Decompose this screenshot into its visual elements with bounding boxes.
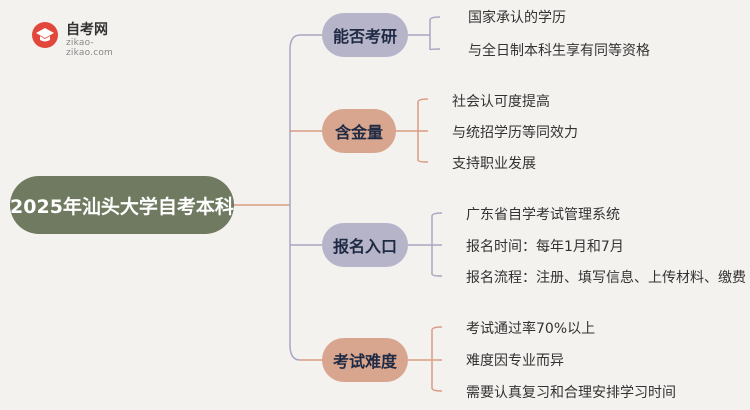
leaf-item: 支持职业发展 <box>452 156 536 172</box>
leaf-item: 报名流程：注册、填写信息、上传材料、缴费 <box>466 270 746 286</box>
leaf-bracket-1 <box>396 98 429 163</box>
leaf-bracket-0 <box>408 16 441 51</box>
leaf-item: 考试通过率70%以上 <box>466 321 596 337</box>
leaf-item: 难度因专业而异 <box>466 353 564 369</box>
leaf-item: 广东省自学考试管理系统 <box>466 207 620 223</box>
graduation-cap-icon <box>32 22 58 48</box>
leaf-item: 报名时间：每年1月和7月 <box>466 239 624 255</box>
leaf-item: 需要认真复习和合理安排学习时间 <box>466 385 676 401</box>
leaf-item: 与全日制本科生享有同等资格 <box>468 43 650 59</box>
leaf-item: 社会认可度提高 <box>452 94 550 110</box>
logo-title: 自考网 <box>66 22 108 38</box>
logo-url: zikao-zikao.com <box>66 38 114 58</box>
site-logo[interactable]: 自考网 zikao-zikao.com <box>30 18 140 58</box>
branch-node-nandu: 考试难度 <box>322 338 408 382</box>
leaf-item: 与统招学历等同效力 <box>452 125 578 141</box>
branch-node-hanjinliang: 含金量 <box>322 109 396 153</box>
root-node: 2025年汕头大学自考本科 <box>10 176 234 234</box>
trunk-line <box>289 34 301 361</box>
leaf-bracket-2 <box>408 212 443 277</box>
branch-node-baoming: 报名入口 <box>322 223 408 267</box>
leaf-item: 国家承认的学历 <box>468 10 566 26</box>
leaf-bracket-3 <box>408 326 443 392</box>
branch-node-kaoyan: 能否考研 <box>322 13 408 57</box>
